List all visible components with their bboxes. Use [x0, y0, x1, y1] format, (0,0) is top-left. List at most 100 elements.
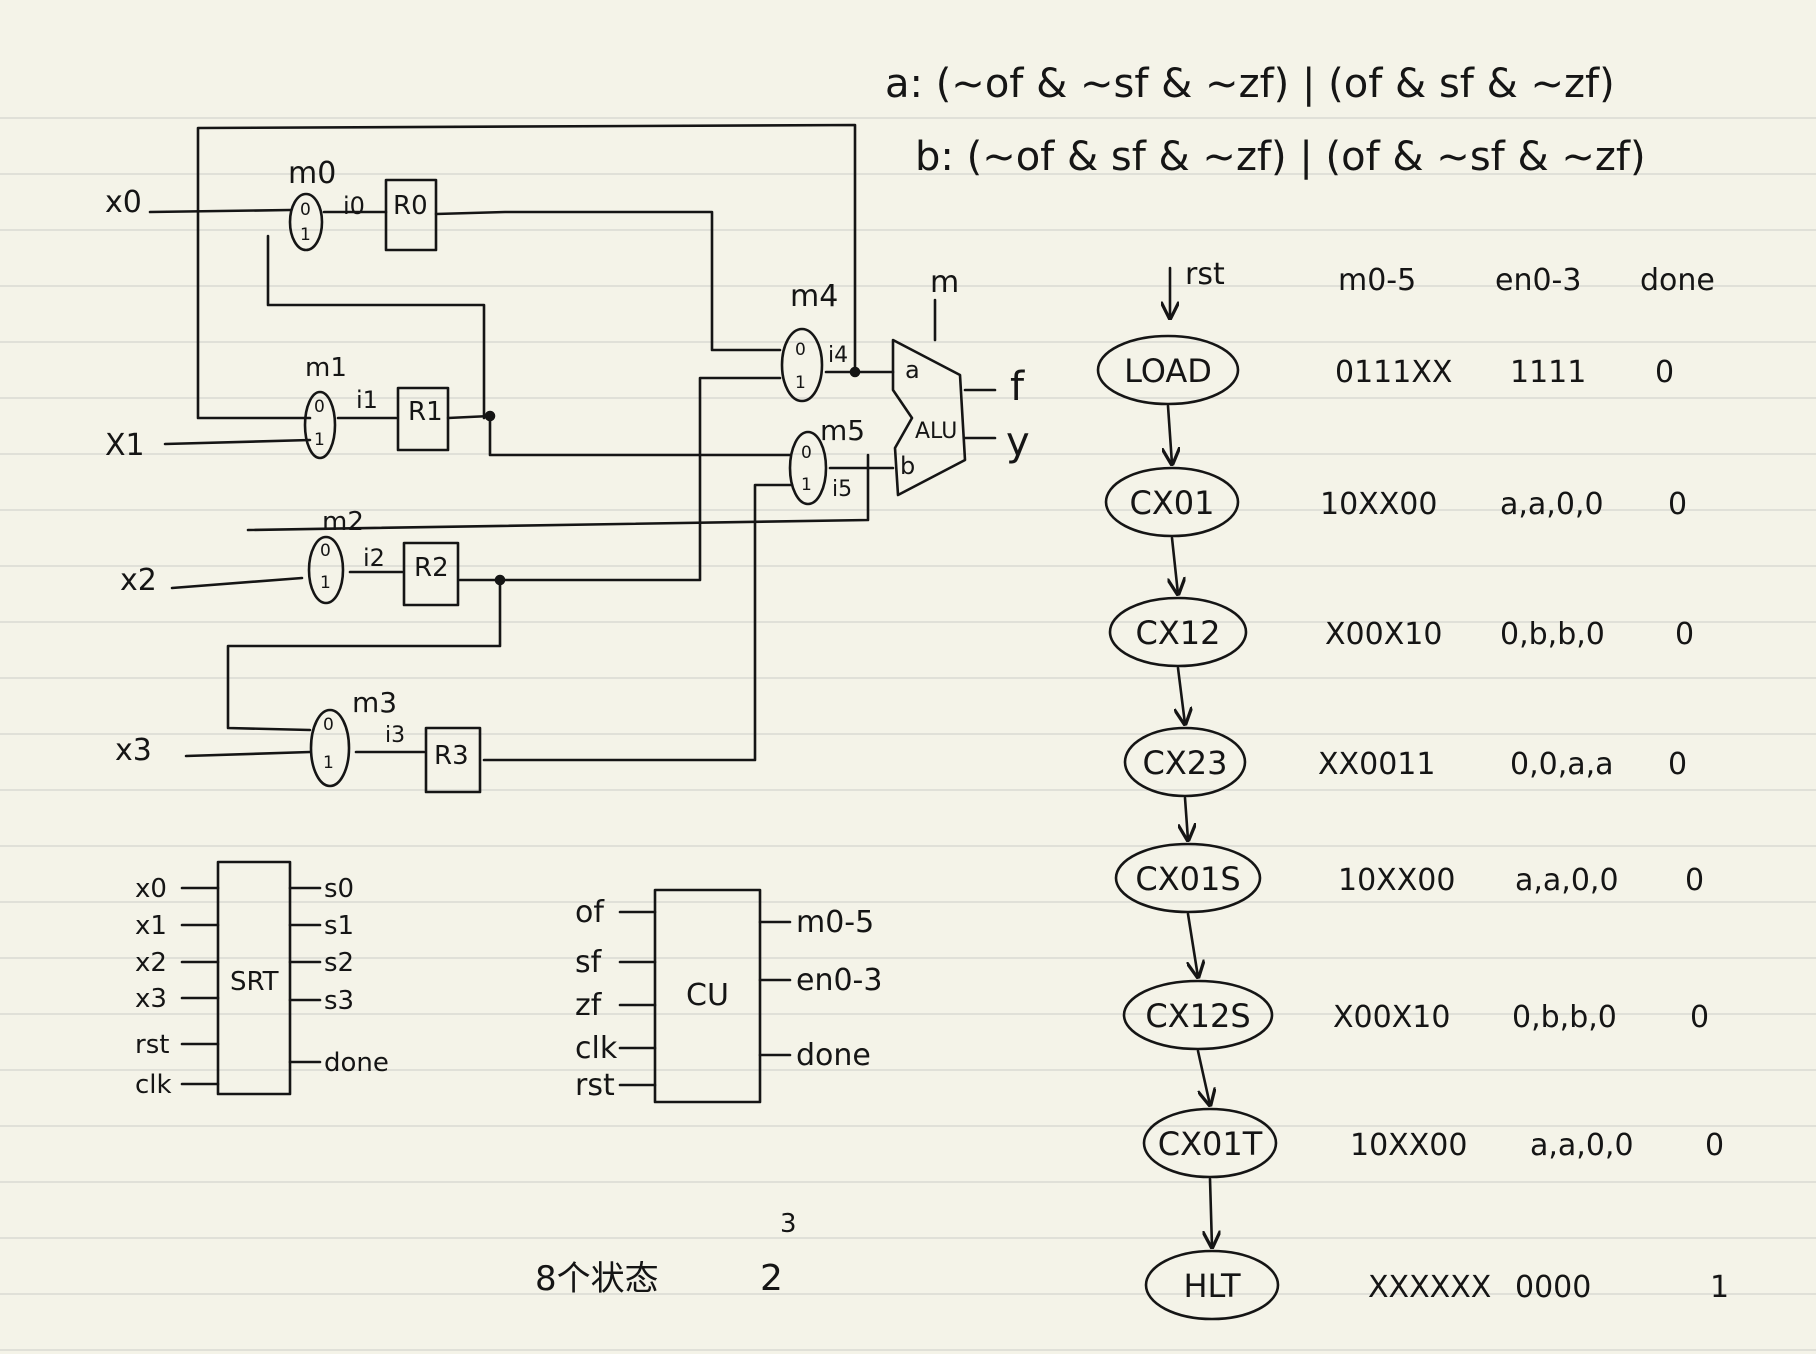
mux-out-label: i4	[828, 343, 848, 368]
state-done-value: 0	[1705, 1128, 1724, 1163]
state-mux-value: XXXXXX	[1368, 1270, 1491, 1305]
svg-text:done: done	[1640, 263, 1715, 298]
svg-text:s1: s1	[324, 911, 354, 941]
mux-label: m5	[820, 414, 865, 447]
state-en-value: 1111	[1510, 355, 1586, 390]
state-mux-value: 10XX00	[1338, 863, 1455, 898]
state-name: HLT	[1183, 1267, 1240, 1305]
transition-arrow	[1210, 1177, 1212, 1247]
svg-text:1: 1	[801, 475, 812, 495]
fsm-state: CX12 X00X10 0,b,b,0 0	[1108, 596, 1694, 724]
state-count-note: 8个状态	[535, 1259, 659, 1299]
ruled-lines	[0, 117, 1816, 1351]
svg-text:R2: R2	[414, 553, 449, 583]
svg-text:0: 0	[323, 715, 334, 735]
svg-text:1: 1	[300, 225, 311, 245]
svg-text:1: 1	[314, 430, 325, 450]
svg-text:0: 0	[320, 541, 331, 561]
svg-text:X1: X1	[105, 428, 145, 463]
register-r3: R3	[424, 726, 482, 794]
state-done-value: 0	[1668, 487, 1687, 522]
svg-text:x2: x2	[120, 563, 157, 598]
mux-label: m1	[305, 353, 347, 383]
state-en-value: 0000	[1515, 1270, 1591, 1305]
state-mux-value: 10XX00	[1320, 487, 1437, 522]
formula-b: b: (~of & sf & ~zf) | (of & ~sf & ~zf)	[915, 134, 1646, 180]
state-bubble	[1142, 1107, 1278, 1179]
svg-text:s2: s2	[324, 948, 354, 978]
mux-m5: 0 1 m5 i5	[788, 414, 865, 506]
svg-text:s3: s3	[324, 986, 354, 1016]
state-bubble	[1096, 334, 1240, 406]
state-en-value: a,a,0,0	[1515, 863, 1619, 898]
mux-m3: 0 1 m3 i3	[309, 686, 405, 788]
cu-input-port: zf	[575, 988, 657, 1023]
state-mux-value: X00X10	[1333, 1000, 1450, 1035]
state-mux-value: X00X10	[1325, 617, 1442, 652]
mux-out-label: i5	[832, 477, 852, 502]
svg-text:b: b	[900, 452, 915, 480]
svg-text:x3: x3	[115, 733, 152, 768]
state-name: CX01T	[1158, 1125, 1263, 1163]
svg-text:s0: s0	[324, 874, 354, 904]
fsm-state: CX01S 10XX00 a,a,0,0 0	[1114, 842, 1704, 977]
state-bubble	[1123, 726, 1247, 798]
srt-output-port: done	[288, 1048, 389, 1078]
state-done-value: 1	[1710, 1270, 1729, 1305]
srt-output-port: s2	[288, 948, 354, 978]
cu-output-port: m0-5	[758, 905, 874, 940]
state-name: CX12	[1136, 614, 1221, 652]
svg-text:clk: clk	[575, 1031, 618, 1066]
cu-output-port: done	[758, 1038, 871, 1073]
mux-label: m3	[352, 686, 397, 719]
state-bubble	[1114, 842, 1262, 914]
state-done-value: 0	[1675, 617, 1694, 652]
svg-text:1: 1	[323, 753, 334, 773]
state-name: CX23	[1143, 744, 1228, 782]
svg-text:0: 0	[300, 200, 311, 220]
svg-text:zf: zf	[575, 988, 603, 1023]
register-r0: R0	[384, 178, 438, 252]
svg-text:m0-5: m0-5	[796, 905, 874, 940]
state-name: CX12S	[1145, 997, 1250, 1035]
state-bubble	[1144, 1249, 1280, 1321]
svg-text:0: 0	[795, 340, 806, 360]
transition-arrow	[1185, 796, 1188, 840]
svg-text:rst: rst	[575, 1068, 615, 1103]
state-bubble	[1108, 596, 1248, 668]
svg-text:done: done	[796, 1038, 871, 1073]
state-done-value: 0	[1685, 863, 1704, 898]
fsm-headers: m0-5 en0-3 done	[1338, 263, 1715, 298]
mux-out-label: i0	[343, 192, 365, 220]
svg-text:R1: R1	[408, 397, 443, 427]
state-en-value: 0,0,a,a	[1510, 747, 1614, 782]
svg-text:0: 0	[314, 397, 325, 417]
svg-text:R0: R0	[393, 191, 428, 221]
svg-text:x0: x0	[135, 874, 167, 904]
svg-text:sf: sf	[575, 945, 603, 980]
svg-text:of: of	[575, 895, 605, 930]
input-labels: x0 X1 x2 x3	[105, 185, 157, 768]
state-mux-value: 0111XX	[1335, 355, 1452, 390]
srt-input-port: clk	[135, 1070, 220, 1100]
srt-output-port: s1	[288, 911, 354, 941]
srt-input-port: x3	[135, 984, 220, 1014]
svg-text:done: done	[324, 1048, 389, 1078]
state-mux-value: 10XX00	[1350, 1128, 1467, 1163]
svg-text:a: a	[905, 356, 920, 384]
mux-out-label: i2	[363, 544, 385, 572]
state-bubble	[1122, 979, 1274, 1051]
state-en-value: 0,b,b,0	[1500, 617, 1605, 652]
state-name: CX01S	[1135, 860, 1240, 898]
mux-label: m4	[790, 279, 838, 314]
svg-text:rst: rst	[135, 1030, 169, 1060]
mux-m2: 0 1 m2 i2	[307, 507, 385, 605]
svg-text:1: 1	[320, 573, 331, 593]
svg-text:R3: R3	[434, 741, 469, 771]
